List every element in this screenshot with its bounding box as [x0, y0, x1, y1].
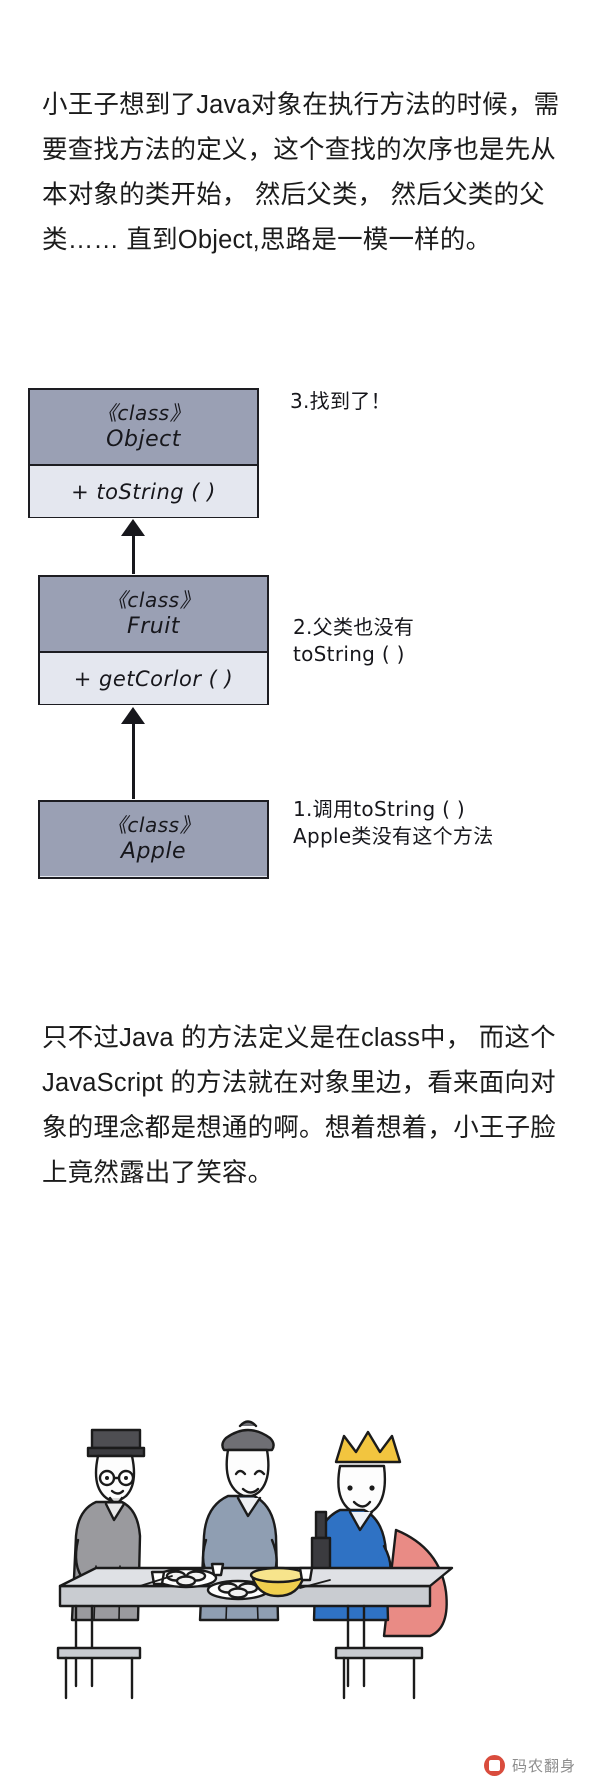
uml-class-fruit: 《class》 Fruit + getCorlor ( )	[38, 575, 269, 705]
arrowhead-icon	[121, 519, 145, 536]
brand-watermark: 码农翻身	[483, 1754, 576, 1776]
uml-class-object-methods: + toString ( )	[30, 466, 257, 517]
closing-paragraph: 只不过Java 的方法定义是在class中， 而这个JavaScript 的方法…	[42, 1023, 557, 1187]
uml-stereotype: 《class》	[106, 588, 201, 612]
arrow-shaft	[132, 533, 135, 574]
uml-class-object-header: 《class》 Object	[30, 390, 257, 466]
uml-class-apple-header: 《class》 Apple	[40, 802, 267, 876]
inheritance-arrow-fruit-to-object	[116, 519, 150, 574]
annotation-step-1: 1.调用toString ( ) Apple类没有这个方法	[293, 797, 494, 848]
uml-method: + getCorlor ( )	[73, 666, 234, 691]
uml-class-name: Fruit	[127, 614, 180, 639]
dinner-scene-illustration	[0, 1390, 600, 1720]
uml-stereotype: 《class》	[96, 401, 191, 425]
inheritance-arrow-apple-to-fruit	[116, 707, 150, 799]
uml-class-object: 《class》 Object + toString ( )	[28, 388, 259, 518]
table-dishes	[139, 1562, 331, 1601]
intro-paragraph: 小王子想到了Java对象在执行方法的时候，需要查找方法的定义，这个查找的次序也是…	[42, 90, 560, 254]
uml-method: + toString ( )	[71, 479, 216, 504]
uml-class-name: Apple	[120, 839, 187, 864]
footer-bar: 码农翻身	[0, 1742, 600, 1788]
uml-stereotype: 《class》	[106, 813, 201, 837]
uml-class-apple: 《class》 Apple	[38, 800, 269, 879]
annotation-step-2: 2.父类也没有 toString ( )	[293, 615, 415, 666]
arrow-shaft	[132, 721, 135, 799]
uml-class-diagram: 《class》 Object + toString ( ) 《class》 Fr…	[0, 330, 600, 900]
uml-class-name: Object	[106, 427, 181, 452]
uml-class-fruit-header: 《class》 Fruit	[40, 577, 267, 653]
brand-logo-icon	[483, 1754, 505, 1776]
uml-class-fruit-methods: + getCorlor ( )	[40, 653, 267, 704]
annotation-step-3: 3.找到了！	[290, 389, 391, 413]
arrowhead-icon	[121, 707, 145, 724]
brand-name: 码农翻身	[511, 1757, 576, 1775]
